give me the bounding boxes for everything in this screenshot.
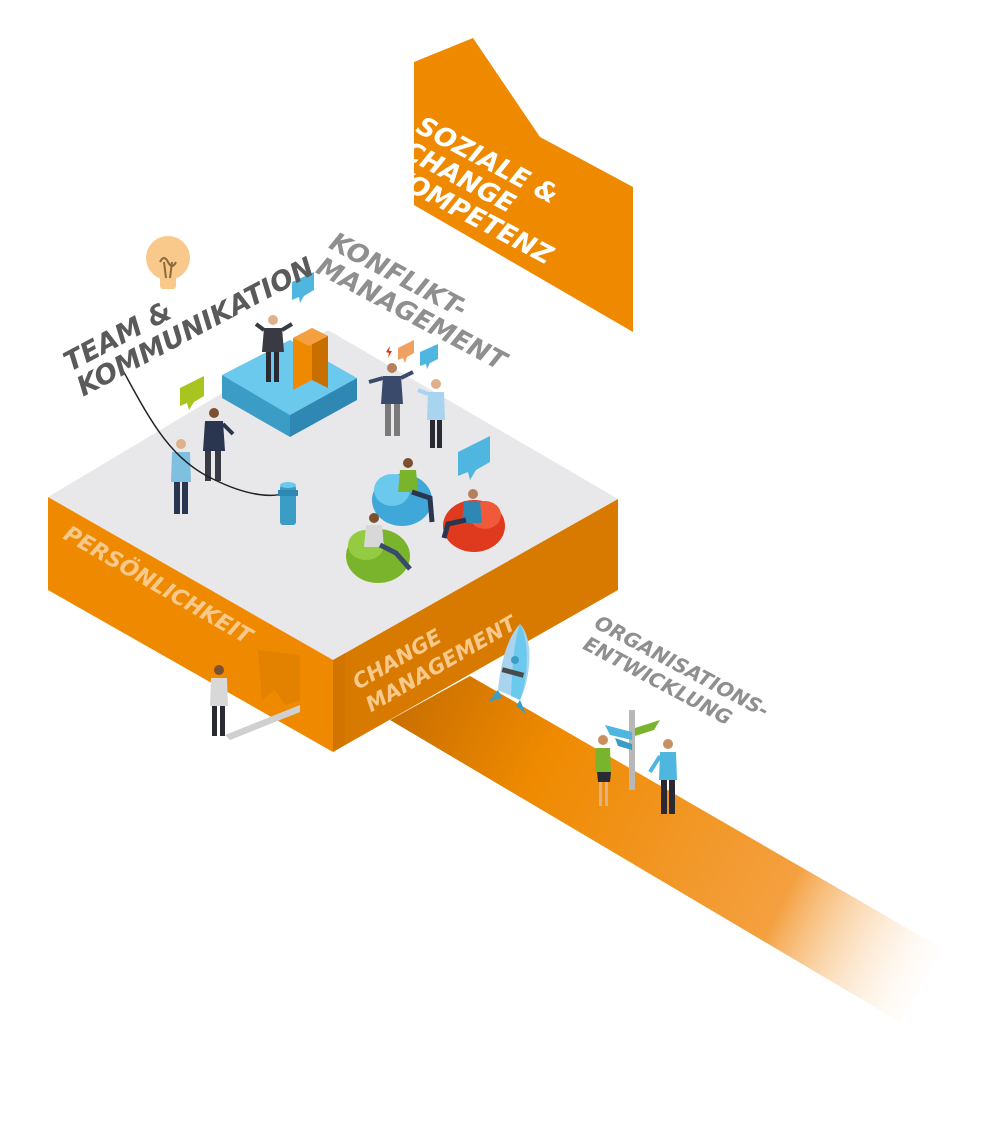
lightning-icon xyxy=(386,346,392,358)
person-speaker xyxy=(254,315,294,382)
speech-bubble-icon xyxy=(458,436,490,480)
rocket-icon xyxy=(488,624,530,714)
label-organisation: ORGANISATIONS- ENTWICKLUNG xyxy=(579,610,773,730)
person-team-1 xyxy=(171,439,191,514)
signpost-icon xyxy=(605,710,660,790)
speech-bubble-icon xyxy=(180,376,204,410)
person-team-2 xyxy=(203,408,235,481)
lightbulb-icon xyxy=(146,236,190,289)
rope xyxy=(119,364,289,497)
stage xyxy=(222,340,357,437)
competence-tower xyxy=(414,38,633,332)
person-sitting-3 xyxy=(364,513,412,571)
platform-top xyxy=(48,330,618,660)
person-personality xyxy=(210,665,300,740)
person-conflict-2 xyxy=(417,379,445,448)
lectern xyxy=(293,328,328,390)
person-org-2 xyxy=(648,739,677,814)
person-org-1 xyxy=(595,735,611,806)
person-conflict-1 xyxy=(368,363,414,436)
person-sitting-2 xyxy=(441,489,482,539)
person-sitting-1 xyxy=(398,458,435,523)
development-path xyxy=(390,676,945,1022)
bollard xyxy=(278,482,298,525)
platform-right-face xyxy=(333,499,618,752)
speech-bubble-icon xyxy=(292,272,314,303)
speech-bubble-icon xyxy=(398,340,438,369)
